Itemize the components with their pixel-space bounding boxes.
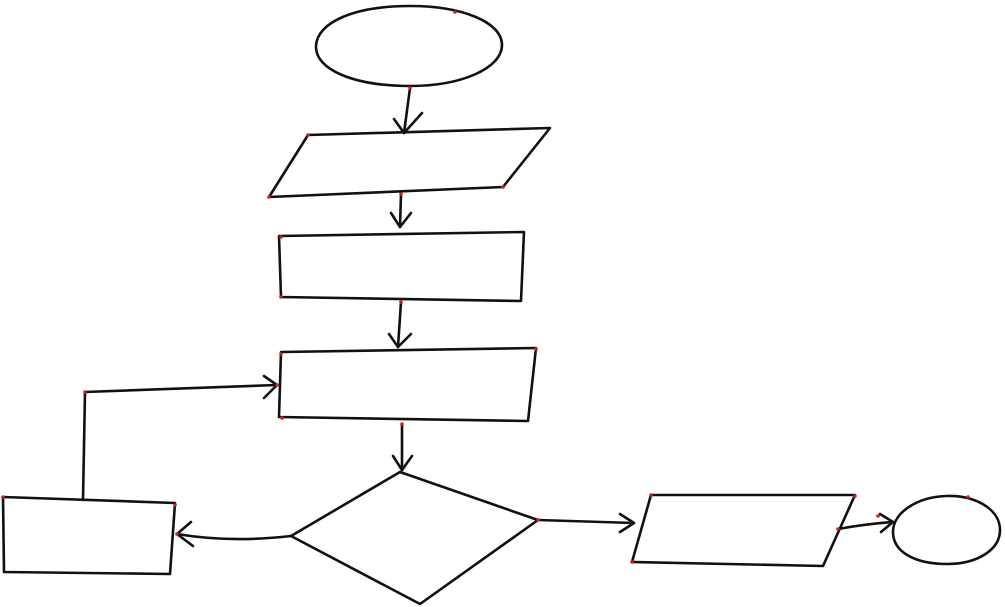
arrowhead	[262, 374, 279, 400]
endpoint-dot	[408, 86, 412, 90]
endpoint-dot	[83, 390, 87, 394]
endpoint-dot	[173, 503, 177, 507]
decision-diamond-shape	[289, 470, 540, 606]
arrowhead	[392, 111, 424, 135]
output-parallelogram-shape	[630, 493, 857, 568]
end-terminator-shape	[891, 494, 1002, 566]
endpoint-dot	[400, 422, 404, 426]
arrowhead	[389, 211, 413, 229]
endpoint-dot	[966, 495, 970, 499]
connector-line	[81, 383, 279, 502]
connector-line	[175, 532, 293, 541]
endpoint-dot	[279, 235, 283, 239]
endpoint-dot	[649, 493, 653, 497]
endpoint-dot	[853, 494, 857, 498]
endpoint-dot	[534, 347, 538, 351]
endpoint-dot	[279, 352, 283, 356]
loop-process-rectangle-shape	[1, 495, 177, 576]
node-end	[891, 494, 1002, 566]
endpoint-dot	[630, 560, 634, 564]
edge-process-1-to-process-2	[387, 300, 413, 349]
node-start	[314, 4, 504, 88]
node-loop-process	[1, 495, 177, 576]
endpoint-markers	[1, 10, 970, 564]
endpoint-dot	[453, 10, 457, 14]
edge-input-to-process-1	[389, 192, 413, 229]
input-parallelogram-shape	[267, 126, 552, 199]
edge-loop-process-to-process-2	[81, 374, 279, 502]
edge-decision-to-loop-process	[175, 520, 293, 548]
arrowhead	[387, 332, 413, 349]
endpoint-dot	[876, 514, 880, 518]
connector-line	[536, 518, 636, 525]
arrowhead	[391, 454, 414, 472]
connector-line	[396, 300, 403, 349]
process-1-rectangle-shape	[277, 230, 526, 303]
endpoint-dot	[399, 192, 403, 196]
node-decision	[289, 470, 540, 606]
process-2-rectangle-shape	[277, 346, 538, 423]
node-process-2	[277, 346, 538, 423]
endpoint-dot	[536, 518, 540, 522]
endpoint-dot	[1, 495, 5, 499]
arrowhead	[618, 512, 636, 534]
start-terminator-shape	[314, 4, 504, 88]
edge-decision-to-output	[536, 512, 636, 534]
connector-line	[836, 520, 895, 531]
endpoint-dot	[399, 300, 403, 304]
arrowhead	[878, 512, 895, 534]
connector-line	[398, 192, 403, 229]
connector-line	[402, 86, 412, 135]
endpoint-dot	[836, 527, 840, 531]
endpoint-dot	[275, 383, 279, 387]
endpoint-dot	[501, 185, 505, 189]
edge-start-to-input	[392, 86, 424, 135]
endpoint-dot	[175, 532, 179, 536]
endpoint-dot	[306, 133, 310, 137]
endpoint-dot	[279, 295, 283, 299]
node-output	[630, 493, 857, 568]
edge-output-to-end	[836, 512, 895, 534]
node-input	[267, 126, 552, 199]
edge-process-2-to-decision	[391, 422, 414, 472]
node-process-1	[277, 230, 526, 303]
endpoint-dot	[280, 416, 284, 420]
endpoint-dot	[267, 195, 271, 199]
